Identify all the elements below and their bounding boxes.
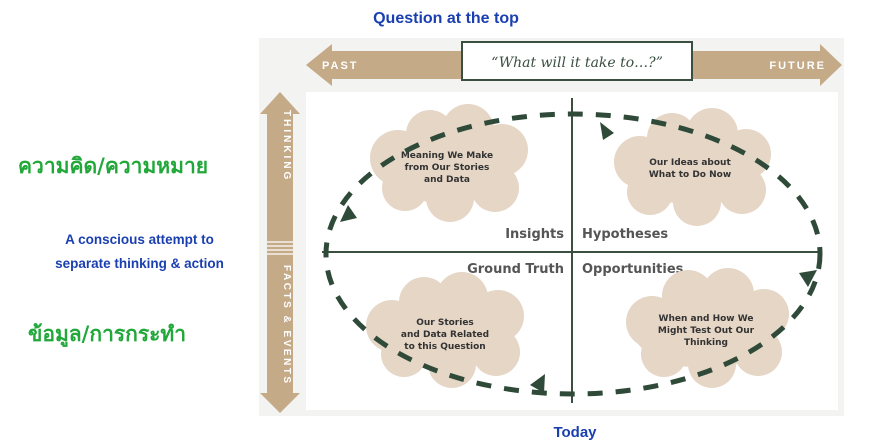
cloud-bl-line1: Our Stories [416,318,474,328]
question-box [461,41,693,81]
future-label: FUTURE [769,60,826,72]
cycle-arrowhead-right [799,270,817,287]
insights-label: Insights [505,227,564,242]
thinking-label: THINKING [281,110,292,182]
cloud-tr-line2: What to Do Now [649,170,731,180]
thai-facts-label: ข้อมูล/การกระทำ [28,322,187,346]
cloud-br-line2: Might Test Out Our [658,326,755,336]
thai-thinking-label: ความคิด/ความหมาย [18,154,209,178]
cloud-tl-line2: from Our Stories [405,163,490,173]
hypotheses-label: Hypotheses [582,227,668,242]
today-label: Today [553,424,597,441]
past-label: PAST [322,60,359,72]
cloud-bl-line2: and Data Related [401,330,489,340]
side-note-line2: separate thinking & action [55,256,224,271]
cycle-arrowhead-top [600,122,614,140]
cloud-tl-line3: and Data [424,175,470,185]
question-text: “What will it take to…?” [491,55,663,71]
cloud-br-line3: Thinking [684,338,728,348]
ground-truth-label: Ground Truth [467,262,564,277]
cycle-ring [323,111,823,397]
diagram-title: Question at the top [373,10,519,27]
cycle-arrowhead-bottom [530,374,545,393]
cloud-tr-line1: Our Ideas about [649,158,731,168]
opportunities-label: Opportunities [582,262,684,277]
cloud-bl-line3: to this Question [404,342,485,352]
cycle-arrowhead-left [340,205,357,222]
facts-events-label: FACTS & EVENTS [281,265,292,386]
vertical-axis-arrow [260,92,300,413]
cloud-br-line1: When and How We [659,314,754,324]
side-note-line1: A conscious attempt to [65,232,214,247]
cloud-tl-line1: Meaning We Make [401,151,493,161]
cloud-top-right [614,108,771,226]
